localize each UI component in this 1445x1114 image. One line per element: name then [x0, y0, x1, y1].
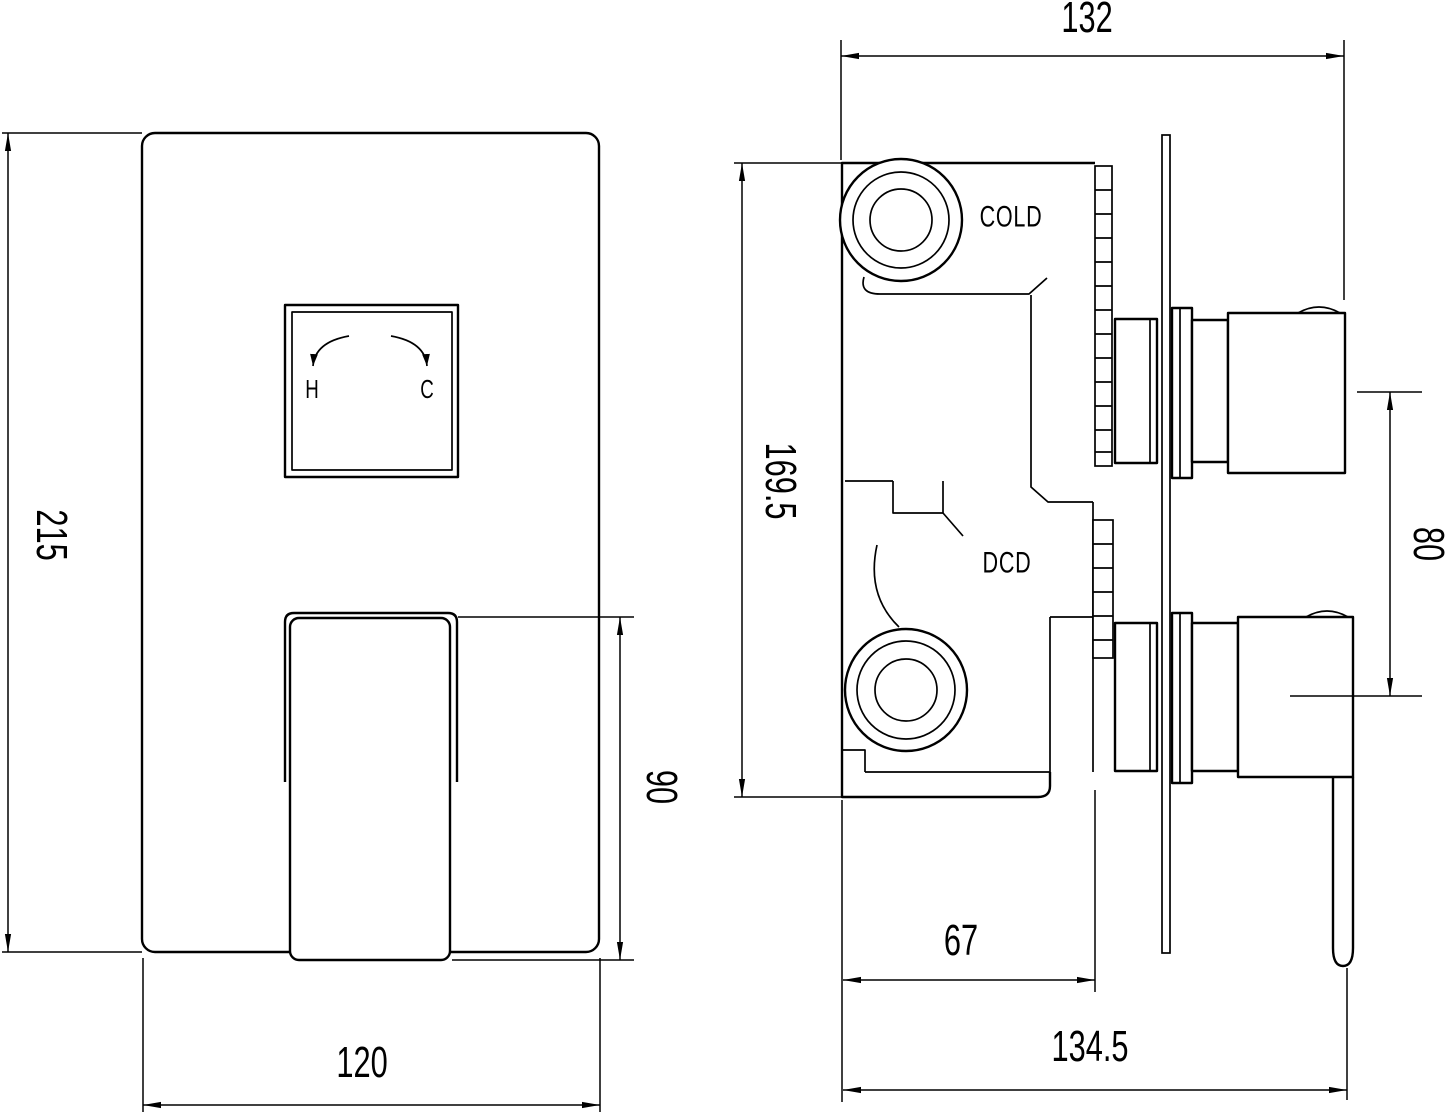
lower-handle-body	[1236, 615, 1355, 779]
cold-rotation-arrow	[390, 335, 430, 367]
body-shoulder-line	[862, 276, 1048, 295]
dim-body-height: 169.5	[734, 162, 843, 798]
dim-handle-height: 90	[452, 616, 686, 961]
lower-thread-column	[1092, 519, 1114, 659]
upper-cartridge-face	[1030, 295, 1093, 503]
lower-thread-rungs	[1093, 543, 1113, 641]
cold-inlet-mid-circle	[852, 171, 950, 269]
dim-overall-depth: 134.5	[841, 800, 1348, 1102]
dim-depth-to-handle-value: 132	[1061, 0, 1112, 42]
hot-label: H	[305, 374, 319, 404]
dim-plate-height-value: 215	[27, 509, 76, 560]
dial-window-inner	[291, 311, 453, 471]
outlet-mid-circle	[856, 640, 956, 740]
upper-handle-screw-dome	[1297, 306, 1341, 314]
upper-trim-neck	[1190, 318, 1230, 464]
mid-connector-slope	[942, 512, 964, 537]
lower-trim-neck	[1190, 621, 1240, 773]
body-bottom-step	[842, 749, 866, 772]
outlet-port-label: DCD	[983, 545, 1032, 579]
dim-plate-width: 120	[142, 958, 601, 1112]
dim-overall-depth-value: 134.5	[1051, 1023, 1128, 1072]
dim-handle-centres-value: 80	[1404, 527, 1445, 561]
dim-handle-height-value: 90	[637, 770, 686, 804]
handle-base-front	[283, 611, 459, 782]
upper-handle-body	[1226, 311, 1347, 475]
cold-inlet-flange-circle	[838, 157, 964, 283]
handle-lever-front	[288, 616, 452, 962]
dim-rough-in-depth-value: 67	[944, 917, 978, 966]
dim-plate-height: 215	[2, 132, 142, 953]
lower-trim-flange	[1170, 611, 1194, 785]
outlet-flange-circle	[843, 627, 969, 753]
dial-window-outer	[283, 303, 460, 479]
dim-body-height-value: 169.5	[756, 442, 805, 519]
lower-handle-screw-dome	[1305, 610, 1349, 618]
lower-handle-lever	[1331, 777, 1355, 968]
dim-handle-centres: 80	[1290, 391, 1445, 697]
upper-trim-flange	[1170, 306, 1194, 480]
front-view: H C 215 120 90	[2, 131, 686, 1112]
upper-thread-column	[1094, 165, 1113, 467]
cold-inlet-bore-circle	[869, 188, 933, 252]
outlet-transition-arc	[873, 544, 900, 628]
valve-body-outline	[840, 161, 1095, 799]
dim-rough-in-depth: 67	[843, 790, 1096, 992]
wall-plate-side	[1161, 134, 1171, 954]
cold-port-label: COLD	[980, 199, 1043, 233]
dim-depth-to-handle: 132	[840, 0, 1345, 300]
mid-connector-block	[845, 480, 944, 514]
upper-thread-rungs	[1095, 189, 1112, 453]
side-view: COLD DCD 132 169.5 80 67	[734, 0, 1445, 1102]
cold-label: C	[420, 374, 434, 404]
hot-rotation-arrow	[310, 335, 350, 367]
outlet-bore-circle	[874, 658, 938, 722]
dim-plate-width-value: 120	[336, 1039, 387, 1088]
